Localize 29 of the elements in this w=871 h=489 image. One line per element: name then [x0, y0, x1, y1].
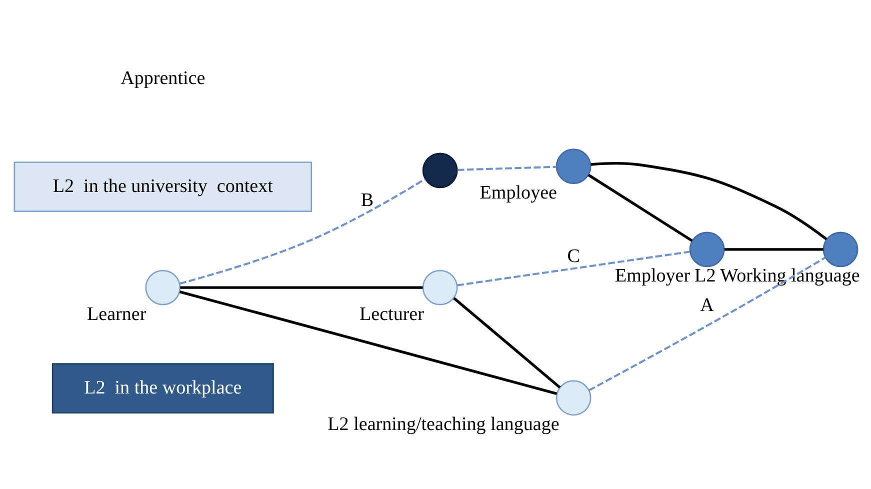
edge-label: C	[566, 245, 580, 266]
connector	[456, 250, 690, 286]
node-label: Learner	[86, 303, 146, 324]
node-label: Employer	[614, 265, 690, 286]
connector	[590, 162, 827, 240]
connector	[724, 248, 823, 250]
connector	[178, 178, 426, 284]
edge-label: B	[360, 190, 374, 211]
node-label: Employee	[479, 182, 557, 204]
node-box: L2 in the university context	[13, 161, 312, 212]
connector	[456, 165, 556, 170]
edge-label: A	[700, 294, 714, 316]
node-circle	[555, 148, 591, 184]
connector	[452, 296, 560, 388]
node-circle	[144, 269, 180, 305]
node-label: L2 Working language	[694, 265, 860, 286]
node-label: L2 learning/teaching language	[327, 414, 559, 435]
connector	[588, 256, 826, 391]
connector	[178, 290, 557, 395]
node-circle	[422, 152, 458, 188]
connector	[180, 286, 422, 288]
node-box: L2 in the workplace	[51, 362, 274, 414]
node-circle	[422, 269, 458, 305]
node-circle	[688, 231, 724, 267]
node-label: Lecturer	[358, 303, 424, 324]
label: Apprentice	[120, 68, 205, 89]
node-circle	[822, 231, 858, 267]
connector	[587, 173, 692, 242]
node-circle	[555, 380, 591, 416]
